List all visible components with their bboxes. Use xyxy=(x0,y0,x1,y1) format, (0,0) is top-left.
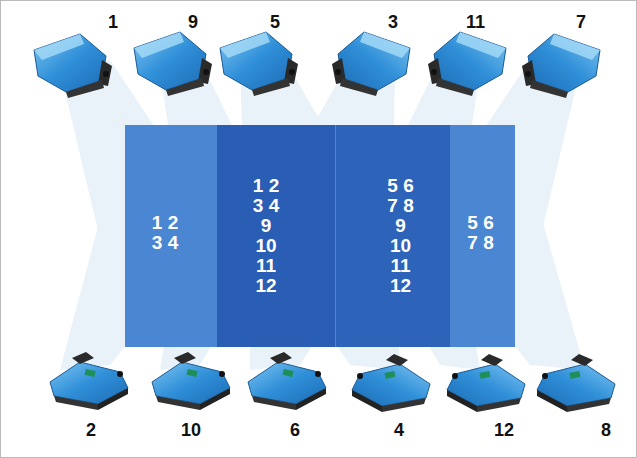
callout-number: 2 xyxy=(86,420,96,440)
projection-zone: 1 2 3 4 9 10 11 12 xyxy=(207,125,325,347)
callout-number: 4 xyxy=(394,420,404,440)
zone-numbers: 5 6 7 8 9 10 11 12 xyxy=(385,176,415,296)
callout-number: 9 xyxy=(188,12,198,32)
callout-number: 8 xyxy=(601,420,611,440)
zone-numbers: 1 2 3 4 9 10 11 12 xyxy=(251,176,281,296)
callout-number: 10 xyxy=(181,420,201,440)
callout-number: 7 xyxy=(576,12,586,32)
projection-zone: 5 6 7 8 9 10 11 12 xyxy=(343,125,458,347)
projection-zone: 1 2 3 4 xyxy=(119,122,211,344)
callout-number: 1 xyxy=(108,12,118,32)
zone-numbers: 5 6 7 8 xyxy=(465,213,495,253)
callout-number: 6 xyxy=(290,420,300,440)
projection-zone: 5 6 7 8 xyxy=(448,122,513,344)
callout-number: 11 xyxy=(466,12,485,32)
callout-number: 5 xyxy=(270,12,280,32)
zone-numbers: 1 2 3 4 xyxy=(150,213,180,253)
callout-number: 3 xyxy=(388,12,398,32)
callout-number: 12 xyxy=(494,420,514,440)
